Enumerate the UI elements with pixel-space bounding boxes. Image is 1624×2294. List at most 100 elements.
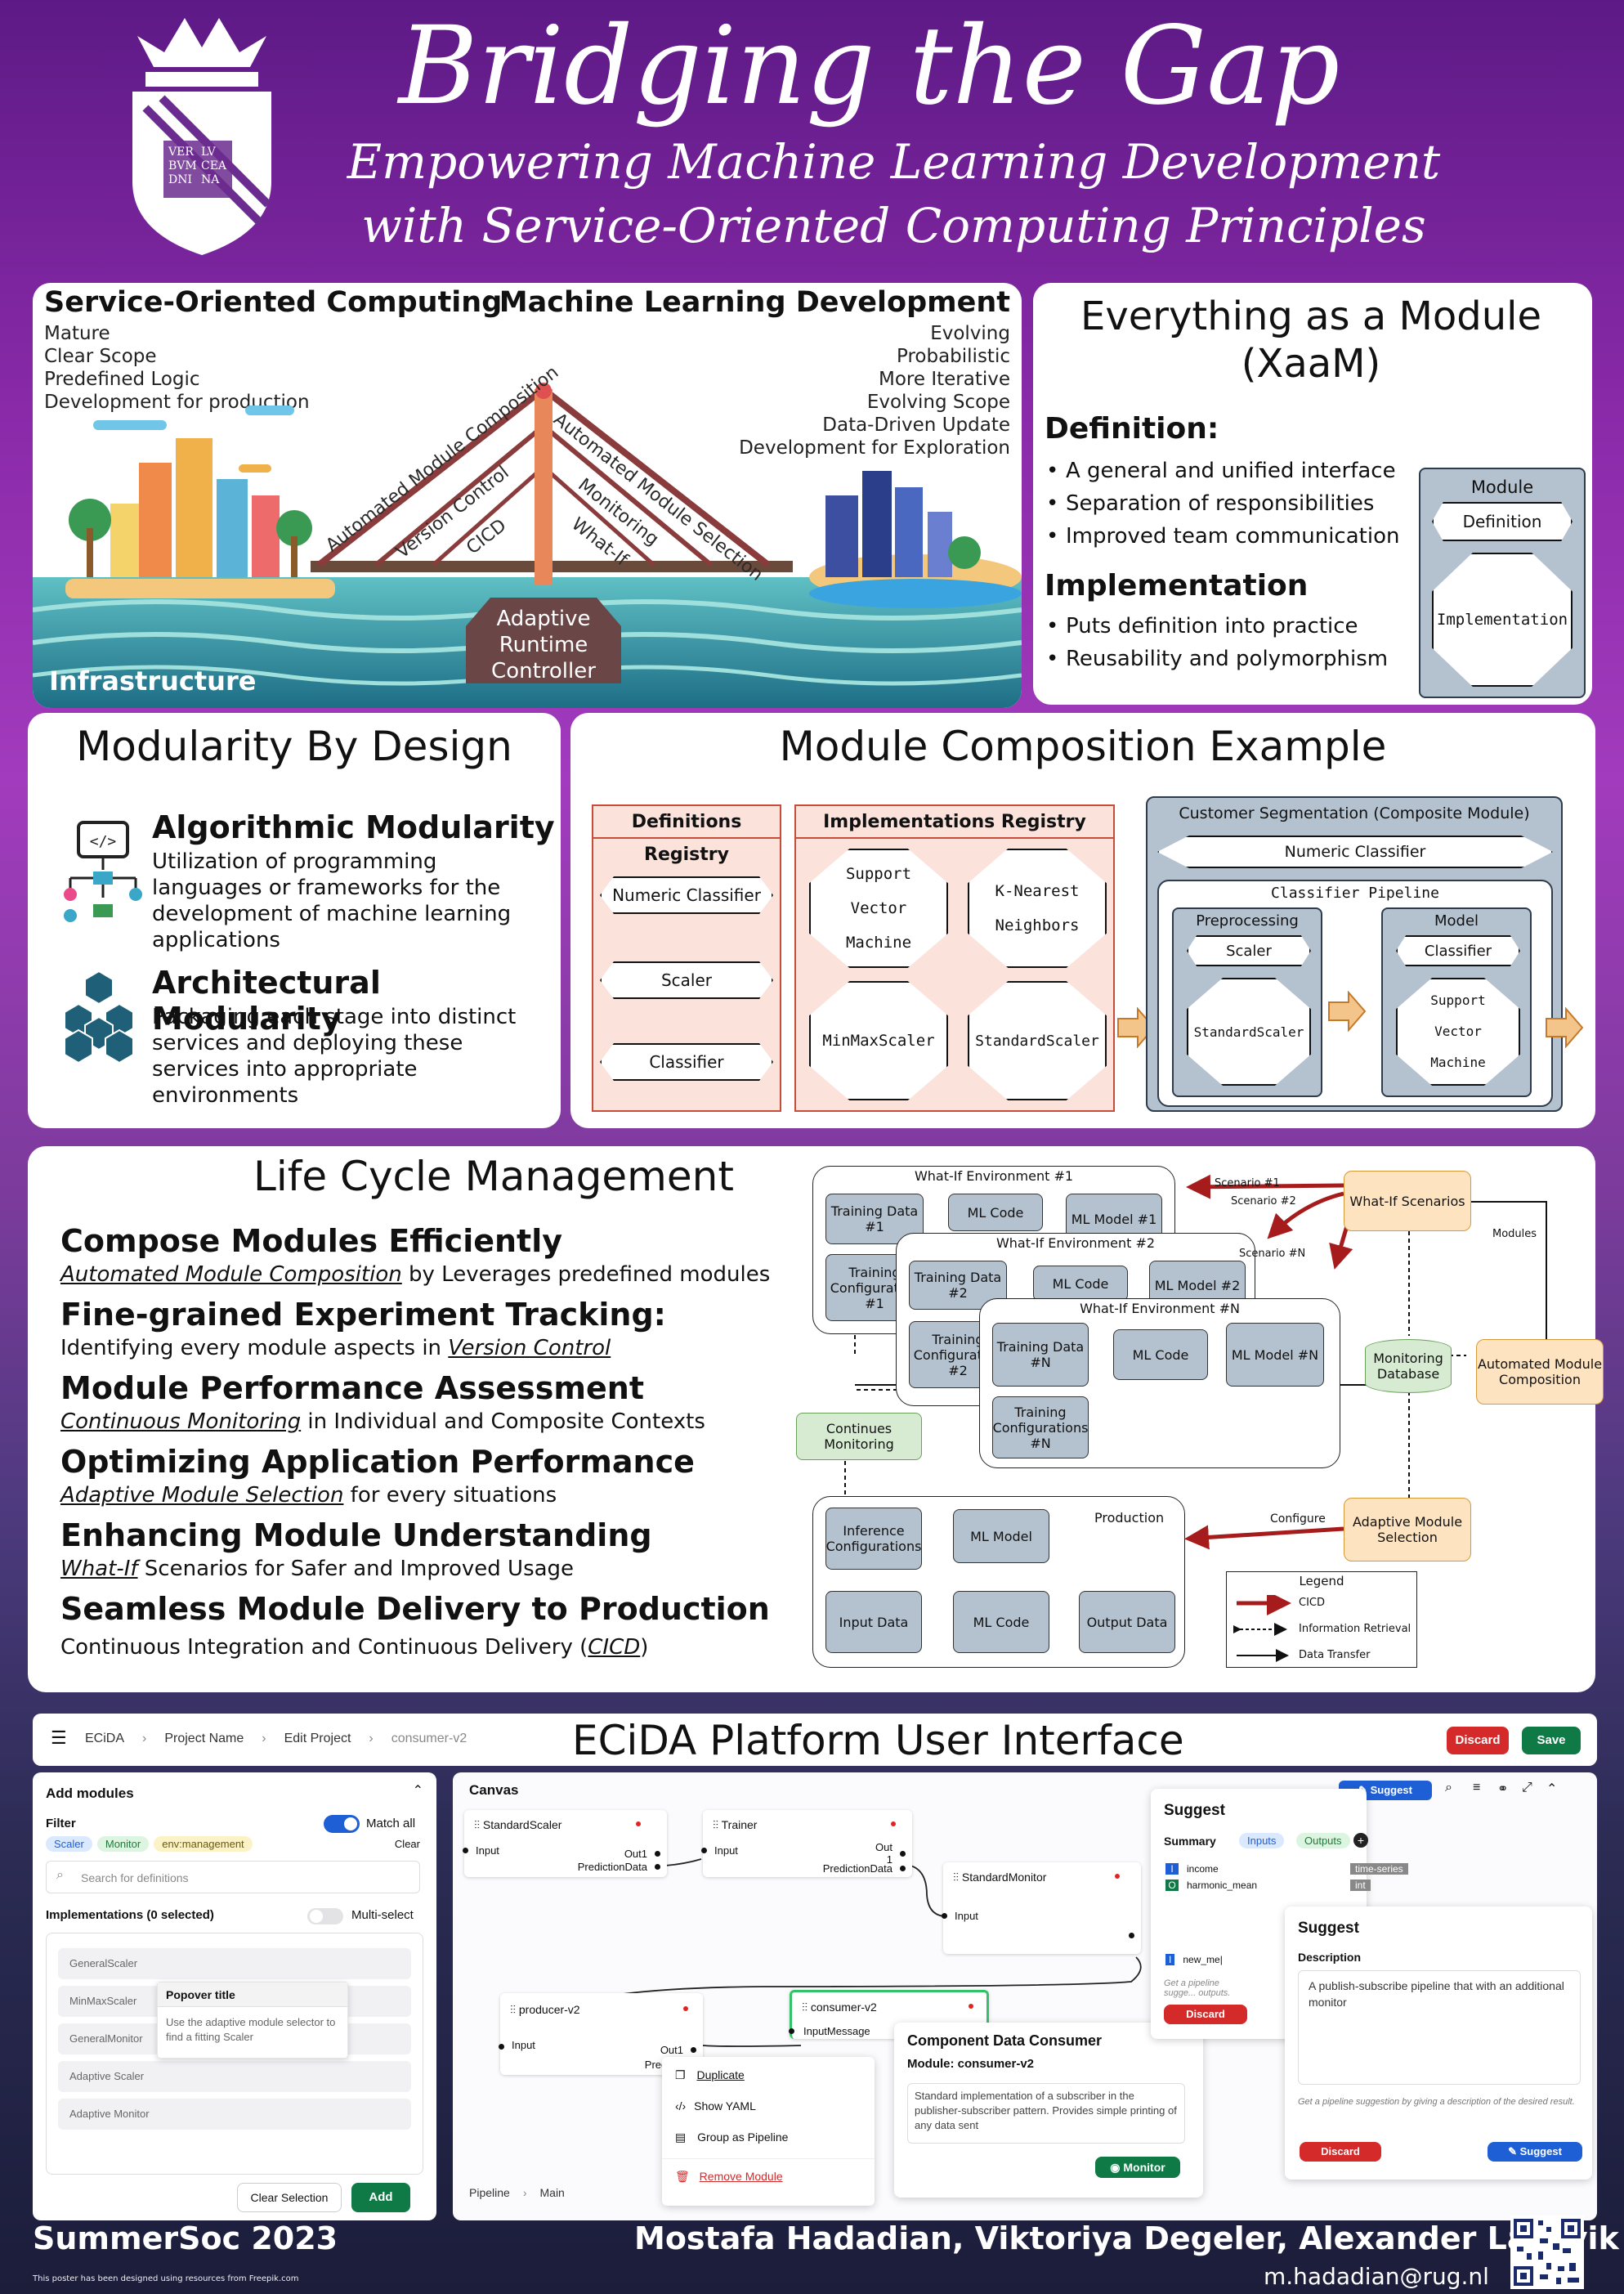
implementations-list: GeneralScaler MinMaxScaler GeneralMonito… (46, 1933, 423, 2175)
monitoring-database: Monitoring Database (1365, 1339, 1452, 1393)
breadcrumb-ecida[interactable]: ECiDA (85, 1732, 125, 1745)
expand-icon[interactable]: ⤢ (1522, 1781, 1532, 1794)
architectural-text: Packaging each stage into distinct servi… (152, 1005, 517, 1108)
mlcodeN: ML Code (1113, 1329, 1208, 1380)
add-circle-icon[interactable]: + (1353, 1833, 1368, 1848)
popover-text: Use the adaptive module selector to find… (166, 2016, 336, 2043)
collapse-icon[interactable]: ⌃ (412, 1784, 423, 1798)
menu-show-yaml[interactable]: ‹/› Show YAML (675, 2099, 756, 2113)
modularity-title: Modularity By Design (76, 723, 512, 770)
envn-title: What-If Environment #N (1080, 1301, 1240, 1316)
whatif-scenarios: What-If Scenarios (1344, 1171, 1471, 1231)
credit: This poster has been designed using reso… (33, 2274, 299, 2283)
implementations-label: Implementations (0 selected) (46, 1908, 214, 1922)
impl-item-adaptive-monitor[interactable]: Adaptive Monitor (58, 2099, 411, 2130)
lc-s1: Automated Module Composition by Leverage… (60, 1262, 771, 1287)
prod-ml-code: ML Code (953, 1591, 1049, 1653)
authors: Mostafa Hadadian, Viktoriya Degeler, Ale… (634, 2220, 1619, 2256)
input-data: Input Data (825, 1591, 922, 1653)
row1-type: time-series (1350, 1863, 1408, 1875)
qr-code[interactable] (1510, 2216, 1584, 2289)
preprocessing-module: Preprocessing Scaler StandardScaler (1172, 907, 1322, 1097)
menu-icon[interactable]: ☰ (51, 1727, 67, 1748)
save-button[interactable]: Save (1522, 1727, 1581, 1754)
description-label: Description (1298, 1951, 1362, 1964)
menu-group-pipeline[interactable]: ▤ Group as Pipeline (675, 2130, 789, 2144)
composition-card: Module Composition Example Definitions R… (570, 713, 1595, 1128)
popover: Popover title Use the adaptive module se… (157, 1982, 348, 2059)
collapse-canvas-icon[interactable]: ⌃ (1546, 1782, 1558, 1796)
node5-status (969, 2004, 973, 2009)
mld-title: Machine Learning Development (499, 286, 1010, 319)
link-icon[interactable]: ⚭ (1497, 1782, 1509, 1796)
clear-filter-button[interactable]: Clear (394, 1838, 420, 1850)
algorithmic-text: Utilization of programming languages or … (152, 849, 512, 952)
implementation-list: Puts definition into practiceReusability… (1045, 610, 1388, 675)
context-menu: ❐ Duplicate ‹/› Show YAML ▤ Group as Pip… (662, 2057, 875, 2206)
impl-item-adaptive-scaler[interactable]: Adaptive Scaler (58, 2061, 411, 2092)
impl-minmaxscaler: MinMaxScaler (809, 981, 948, 1100)
component-panel: Component Data Consumer Module: consumer… (894, 2023, 1203, 2198)
continuous-monitoring: Continues Monitoring (796, 1413, 922, 1460)
breadcrumb-edit[interactable]: Edit Project (284, 1732, 351, 1745)
breadcrumb-project[interactable]: Project Name (164, 1732, 244, 1745)
suggest1-hint: Get a pipeline sugge... outputs. (1164, 1978, 1231, 1998)
search-input[interactable]: ⌕ Search for definitions (46, 1861, 420, 1893)
suggest2-button[interactable]: ✎ Suggest (1488, 2142, 1582, 2162)
inputs-tab[interactable]: Inputs (1239, 1833, 1285, 1848)
discard-button[interactable]: Discard (1447, 1727, 1509, 1754)
multi-select-toggle[interactable] (307, 1908, 343, 1924)
node4-input: Input (512, 2039, 535, 2051)
architecture-icon (64, 970, 134, 1064)
menu-duplicate[interactable]: ❐ Duplicate (675, 2068, 745, 2081)
def-numeric-classifier: Numeric Classifier (600, 876, 773, 914)
node3-input: Input (955, 1910, 978, 1922)
filter-label: Filter (46, 1817, 76, 1830)
arrow-right-3 (1546, 1007, 1584, 1048)
lc-h6: Seamless Module Delivery to Production (60, 1591, 770, 1627)
preprocessing-title: Preprocessing (1196, 912, 1299, 930)
node1-input: Input (476, 1844, 499, 1857)
match-all-toggle[interactable] (324, 1815, 360, 1833)
chip-scaler[interactable]: Scaler (46, 1836, 92, 1852)
menu-remove-module[interactable]: 🗑 Remove Module (675, 2170, 783, 2183)
node-standardmonitor[interactable]: ⫶⫶ StandardMonitor Input (942, 1862, 1141, 1954)
search-icon[interactable]: ⌕ (1445, 1781, 1452, 1794)
crumb-main[interactable]: Main (539, 2186, 565, 2199)
chip-env[interactable]: env:management (154, 1836, 253, 1852)
poster-title: Bridging the Gap (398, 3, 1340, 129)
preprocessing-impl: StandardScaler (1187, 978, 1311, 1086)
component-title: Component Data Consumer (907, 2032, 1103, 2049)
monitor-button[interactable]: ◉ Monitor (1095, 2157, 1180, 2178)
lifecycle-diagram: What-If Environment #1 Training Data #1 … (780, 1146, 1604, 1692)
definitions-registry-title: Definitions Registry (593, 806, 780, 865)
implementations-registry-title: Implementations Registry (796, 806, 1113, 839)
node2-input: Input (714, 1844, 738, 1857)
impl-item-generalscaler[interactable]: GeneralScaler (58, 1948, 411, 1979)
sort-icon[interactable]: ≡ (1473, 1781, 1481, 1794)
classifier-pipeline: Classifier Pipeline Preprocessing Scaler… (1157, 880, 1553, 1107)
suggest2-discard[interactable]: Discard (1300, 2142, 1381, 2162)
crumb-pipeline[interactable]: Pipeline (469, 2186, 510, 2199)
clear-selection-button[interactable]: Clear Selection (237, 2183, 342, 2212)
model-def: Classifier (1396, 935, 1520, 966)
model-module: Model Classifier Support Vector Machine (1381, 907, 1532, 1097)
suggest1-discard[interactable]: Discard (1164, 2005, 1247, 2024)
breadcrumb: ECiDA›Project Name›Edit Project›consumer… (85, 1732, 468, 1745)
add-button[interactable]: Add (351, 2183, 410, 2212)
lc-h4: Optimizing Application Performance (60, 1444, 695, 1480)
outputs-tab[interactable]: Outputs (1296, 1833, 1350, 1848)
module-implementation-oct: Implementation (1432, 553, 1573, 687)
node2-title: ⫶⫶ Trainer (713, 1818, 758, 1831)
description-textarea[interactable]: A publish-subscribe pipeline that with a… (1298, 1970, 1581, 2085)
node-standardscaler[interactable]: ⫶⫶ StandardScaler Input Out1 PredictionD… (463, 1810, 667, 1877)
row2-type: int (1350, 1880, 1371, 1891)
chip-monitor[interactable]: Monitor (96, 1836, 150, 1852)
architectural-title: Architectural Modularity (152, 965, 381, 1037)
module-label: Module (1470, 477, 1534, 497)
